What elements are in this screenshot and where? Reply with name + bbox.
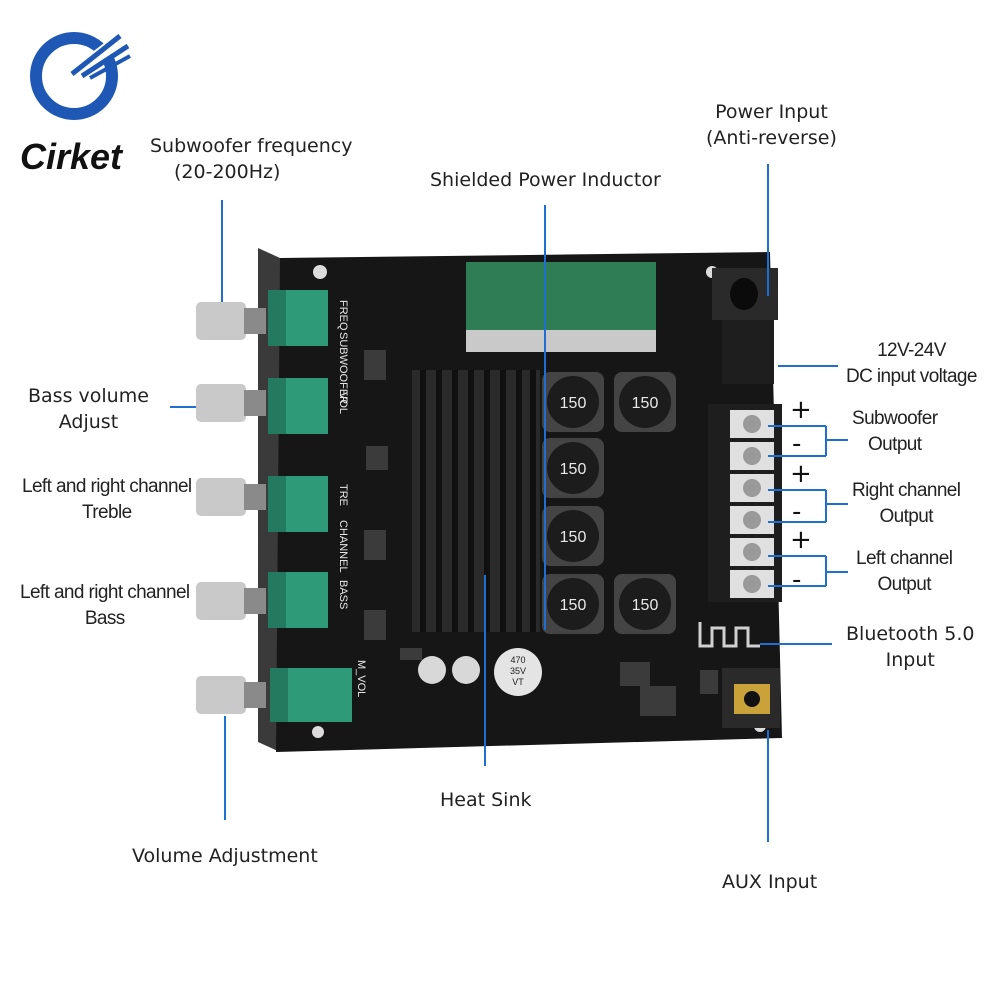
svg-text:35V: 35V <box>510 666 526 676</box>
label-bass-volume-adjust: Bass volume Adjust <box>28 385 149 433</box>
callout-lines <box>170 164 848 842</box>
svg-text:150: 150 <box>560 529 587 546</box>
terminal-plus-2: + <box>790 459 812 489</box>
label-subwoofer-frequency: Subwoofer frequency (20-200Hz) <box>150 135 353 183</box>
svg-text:470: 470 <box>510 655 525 665</box>
terminal-minus-1: - <box>792 429 801 459</box>
knob-treble[interactable] <box>196 476 328 532</box>
terminal-minus-2: - <box>792 497 801 527</box>
label-volume-adjustment: Volume Adjustment <box>132 845 318 867</box>
label-lr-bass: Left and right channel Bass <box>20 582 190 629</box>
knob-bass[interactable] <box>196 572 328 628</box>
label-heat-sink: Heat Sink <box>440 789 532 811</box>
silk-freq: FREQ <box>337 300 349 331</box>
svg-text:150: 150 <box>632 395 659 412</box>
bluetooth-antenna <box>698 622 760 648</box>
svg-text:150: 150 <box>560 461 587 478</box>
inductors: 150 150 150 150 150 150 <box>542 372 676 634</box>
svg-text:150: 150 <box>560 597 587 614</box>
silk-channel: CHANNEL <box>337 520 349 573</box>
silk-tre: TRE <box>337 484 349 506</box>
label-dc-input-voltage: 12V-24V DC input voltage <box>846 340 977 387</box>
knob-freq[interactable] <box>196 290 328 346</box>
terminal-block[interactable] <box>708 404 782 602</box>
silk-m-vol: M_VOL <box>355 660 367 697</box>
knob-sub-vol[interactable] <box>196 378 328 434</box>
terminal-minus-3: - <box>792 565 801 595</box>
terminal-plus-3: + <box>790 525 812 555</box>
label-aux-input: AUX Input <box>722 871 818 893</box>
silk-subwoofer: SUBWOOFER <box>337 332 349 404</box>
brand-logo <box>30 31 131 120</box>
svg-text:150: 150 <box>560 395 587 412</box>
silk-bass: BASS <box>337 580 349 609</box>
knob-master-vol[interactable] <box>196 668 352 722</box>
svg-text:VT: VT <box>512 677 524 687</box>
silk-vol: VOL <box>337 392 349 414</box>
label-right-channel-output: Right channel Output <box>852 480 961 527</box>
capacitor-470: 470 35V VT <box>494 648 542 696</box>
label-shielded-power-inductor: Shielded Power Inductor <box>430 169 661 191</box>
heat-sink <box>412 370 540 632</box>
svg-text:150: 150 <box>632 597 659 614</box>
label-subwoofer-output: Subwoofer Output <box>852 408 938 455</box>
label-lr-treble: Left and right channel Treble <box>22 476 192 523</box>
label-power-input: Power Input (Anti-reverse) <box>706 101 837 149</box>
aux-jack[interactable] <box>722 668 780 728</box>
main-capacitor <box>466 262 656 352</box>
label-left-channel-output: Left channel Output <box>856 548 953 595</box>
brand-name: Cirket <box>20 136 123 177</box>
terminal-plus-1: + <box>790 395 812 425</box>
label-bluetooth-input: Bluetooth 5.0 Input <box>846 623 975 671</box>
